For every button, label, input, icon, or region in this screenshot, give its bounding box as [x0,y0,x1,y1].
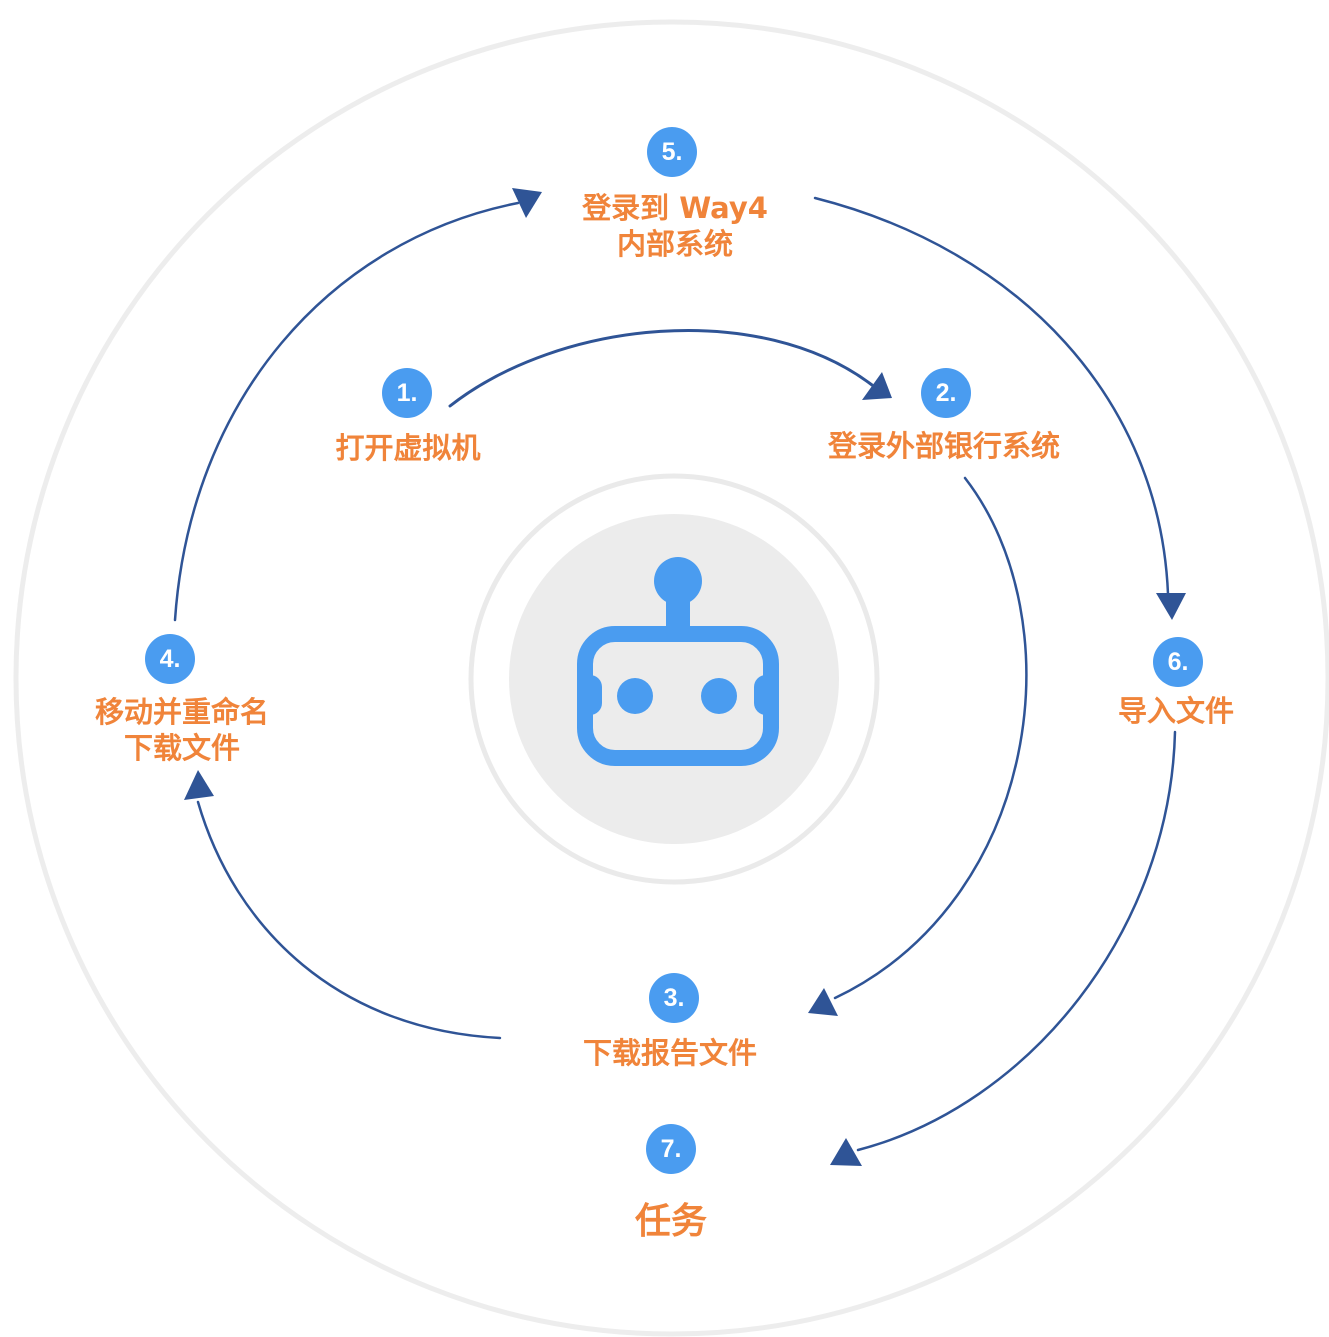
step-5-badge: 5. [647,127,697,177]
flow-arrows [173,196,1177,1152]
arrow-1-to-2 [448,329,874,408]
step-5-label: 登录到 Way4 内部系统 [582,190,768,262]
arrow-4-to-5 [173,201,520,622]
arrowhead-2 [862,372,892,400]
step-2-label-line-1: 登录外部银行系统 [827,429,1061,463]
arrowheads [184,188,1186,1166]
arrow-2-to-3 [833,476,1028,1000]
robot-icon [577,557,779,766]
step-6-badge: 6. [1153,637,1203,687]
step-3-label: 下载报告文件 [583,1035,757,1071]
step-6-label-line-1: 导入文件 [1117,694,1235,728]
step-7-badge: 7. [646,1124,696,1174]
arrow-5-to-6 [813,196,1170,596]
outer-ring [13,19,1329,1337]
step-3-label-line-1: 下载报告文件 [582,1036,758,1070]
arrowhead-5 [512,188,542,218]
step-1-label-line-1: 打开虚拟机 [335,431,481,465]
arrowhead-6 [1156,593,1186,620]
step-7-label: 任务 [635,1200,707,1244]
step-5-label-line-1: 登录到 Way4 [582,191,768,225]
step-2-label: 登录外部银行系统 [828,428,1060,464]
arrowhead-7 [830,1138,862,1166]
step-5-label-line-2: 内部系统 [616,227,733,261]
arrowhead-4 [184,770,214,800]
step-1-badge: 1. [382,368,432,418]
arrow-6-to-7 [856,730,1177,1152]
step-3-badge: 3. [649,973,699,1023]
step-4-label-line-1: 移动并重命名 [94,695,270,729]
inner-ring [468,473,880,885]
step-4-label: 移动并重命名 下载文件 [95,694,269,766]
step-4-badge: 4. [145,634,195,684]
step-7-label-line-1: 任务 [634,1201,708,1242]
step-2-badge: 2. [921,368,971,418]
arrow-3-to-4 [196,800,502,1040]
step-6-label: 导入文件 [1118,693,1234,729]
step-4-label-line-2: 下载文件 [123,731,241,765]
arrowhead-3 [808,988,838,1016]
step-1-label: 打开虚拟机 [335,430,480,466]
